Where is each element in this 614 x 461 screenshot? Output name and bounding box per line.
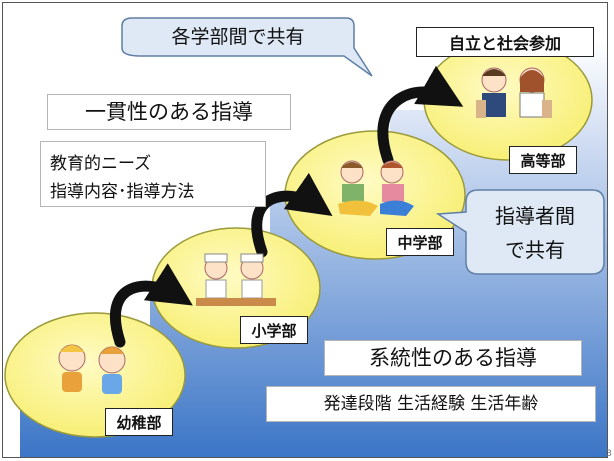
callout-shared-departments-text: 各学部間で共有 (171, 26, 305, 48)
consistency-detail-line1: 教育的ニーズ (50, 154, 152, 174)
arrow-kindergarten-to-elementary (109, 263, 193, 348)
systematic-items-box: 発達段階 生活経験 生活年齢 (266, 386, 596, 422)
slide-frame (2, 2, 608, 458)
consistency-title: 一貫性のある指導 (85, 100, 253, 124)
systematic-items: 発達段階 生活経験 生活年齢 (323, 394, 539, 414)
goal-label: 自立と社会参加 (416, 27, 594, 57)
stage-label-junior-high: 中学部 (386, 228, 454, 256)
stage-label-high-school: 高等部 (509, 146, 577, 174)
callout-shared-instructors-line1: 指導者間 (495, 204, 575, 228)
callout-shared-instructors-line2: で共有 (505, 238, 565, 262)
systematic-title-box: 系統性のある指導 (324, 340, 582, 376)
consistency-details-box: 教育的ニーズ 指導内容･指導方法 (40, 141, 266, 207)
stage-label-elementary: 小学部 (240, 316, 308, 344)
consistency-detail-line2: 指導内容･指導方法 (50, 182, 195, 202)
page-number: 3 (606, 449, 612, 459)
stage-kindergarten-ellipse (4, 312, 186, 438)
arrow-elementary-to-junior-high (251, 172, 333, 258)
callout-shared-instructors-shape (435, 189, 605, 275)
junior-high-students-illustration (338, 160, 414, 216)
kindergarten-children-illustration (58, 344, 126, 394)
elementary-children-illustration (196, 253, 276, 306)
stage-label-kindergarten: 幼稚部 (105, 408, 173, 436)
high-school-students-illustration (476, 67, 552, 118)
systematic-title: 系統性のある指導 (369, 346, 537, 370)
arrow-junior-high-to-high-school (377, 65, 464, 166)
callout-shared-departments-shape (121, 17, 373, 77)
consistency-title-box: 一貫性のある指導 (47, 94, 291, 130)
